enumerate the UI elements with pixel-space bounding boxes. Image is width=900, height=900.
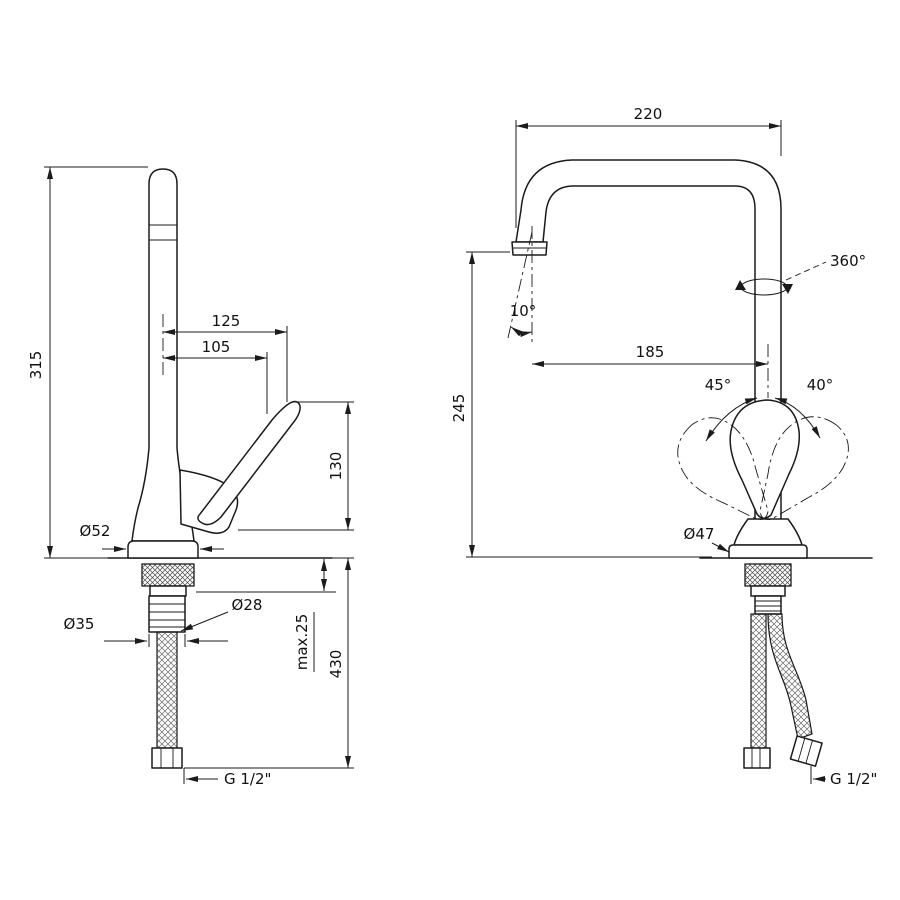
dim-thread-right: G 1/2" (810, 766, 877, 788)
dim-40-label: 40° (807, 376, 834, 394)
base-cone (733, 518, 803, 546)
dim-d28-label: Ø28 (232, 596, 263, 614)
dim-mount-max25: max.25 (196, 559, 336, 672)
dim-315-label: 315 (27, 351, 45, 380)
hose-fitting-facets (160, 748, 174, 768)
dim-height-315: 315 (27, 166, 148, 559)
dim-430-label: 430 (327, 650, 345, 679)
washer (750, 585, 786, 597)
dim-130-label: 130 (327, 452, 345, 481)
washer (149, 585, 187, 597)
dim-105-label: 105 (202, 338, 231, 356)
dim-max25-label: max.25 (293, 614, 311, 671)
base-flange (728, 544, 808, 559)
dim-hose-430: 430 (184, 557, 354, 769)
swivel-arrow-right (782, 284, 793, 294)
dim-245-label: 245 (450, 394, 468, 423)
dim-thread-left: G 1/2" (183, 768, 271, 788)
dim-handle-angles: 45° 40° (705, 376, 834, 442)
dim-360-label: 360° (830, 252, 866, 270)
dim-pipe-d28: Ø28 (180, 596, 263, 632)
aerator-band (149, 224, 177, 241)
hose-fitting-straight (743, 747, 771, 769)
dim-handle-130: 130 (238, 401, 354, 531)
dim-outlet-height-245: 245 (450, 251, 712, 558)
dim-10-label: 10° (510, 302, 537, 320)
thread-left-label: G 1/2" (224, 770, 271, 788)
dim-base-d52: Ø52 (80, 522, 224, 552)
fitting-facets (751, 748, 761, 768)
dim-shank-d35: Ø35 (64, 615, 228, 647)
dim-125-label: 125 (212, 312, 241, 330)
dim-span-220: 220 (515, 105, 782, 228)
dim-d52-label: Ø52 (80, 522, 111, 540)
thread-lines (755, 600, 781, 612)
dim-45-label: 45° (705, 376, 732, 394)
mounting-nut (141, 563, 195, 587)
dim-outlet-angle: 10° (507, 226, 537, 342)
dim-d47-label: Ø47 (684, 525, 715, 543)
supply-hose (156, 631, 178, 749)
mounting-nut (744, 563, 792, 587)
dim-185-label: 185 (636, 343, 665, 361)
hose-fitting-curved (789, 735, 823, 767)
right-under-counter (743, 563, 823, 769)
dim-swivel-360: 360° (735, 252, 866, 296)
aerator (511, 241, 548, 256)
supply-hose-curved (767, 613, 813, 740)
thread-right-label: G 1/2" (830, 770, 877, 788)
left-faucet-body (127, 168, 301, 559)
right-view: 45° 40° 360° 10° 220 (450, 105, 877, 788)
dim-220-label: 220 (634, 105, 663, 123)
spout-tube (515, 159, 782, 523)
left-under-counter (141, 563, 195, 769)
thread-lines (149, 603, 185, 628)
dim-reach: 125 105 (162, 312, 288, 414)
base-flange (127, 540, 199, 559)
hose-fitting (151, 747, 183, 769)
dim-base-d47: Ø47 (684, 525, 730, 553)
left-view: 315 125 105 130 Ø52 Ø35 (27, 166, 354, 788)
swivel-arrow-left (735, 280, 746, 290)
dim-d35-label: Ø35 (64, 615, 95, 633)
dim-reach-185: 185 (532, 343, 769, 398)
supply-hose-straight (750, 613, 767, 749)
handle-lever (197, 400, 301, 526)
